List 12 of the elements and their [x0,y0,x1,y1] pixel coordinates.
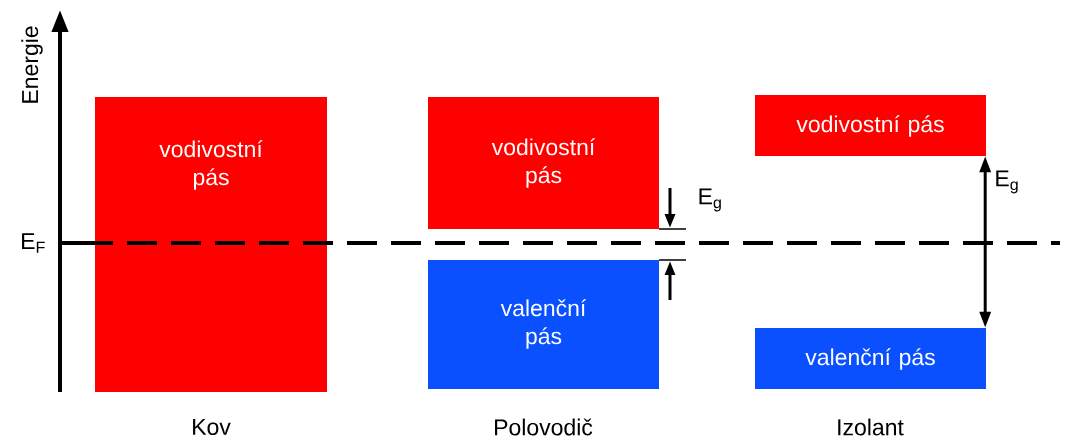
energy-band-box: vodivostní pás [755,95,986,156]
axis-label: Energie [21,26,43,103]
energy-band-box: vodivostní pás [428,97,659,229]
category-label: Kov [193,418,231,435]
energy-band-box: valenční pás [755,328,986,389]
category-label: Polovodič [495,418,593,436]
category-label: Izolant [838,418,904,436]
edge-label: E$_{g}$ [996,170,1018,194]
level-label: E$_{F}$ [22,233,45,253]
energy-band-box: vodivostní pás [95,97,327,392]
energy-band-box: valenční pás [428,260,659,389]
gap-label: E$_{g}$ [699,188,721,212]
